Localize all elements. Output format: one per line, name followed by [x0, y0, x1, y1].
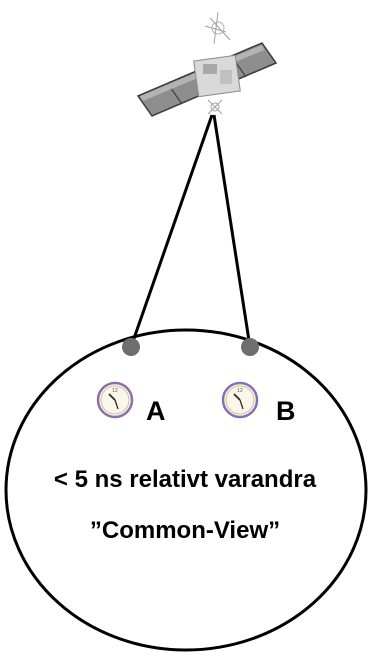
svg-text:12: 12 — [237, 388, 243, 394]
earth-circle — [4, 328, 368, 652]
relative-accuracy-text: < 5 ns relativt varandra — [53, 466, 317, 493]
station-b-label: B — [276, 396, 296, 426]
clock-icon: 12 — [96, 381, 134, 419]
satellite-icon — [136, 11, 278, 117]
station-a-label: A — [146, 396, 166, 426]
receiver-node-b — [241, 338, 259, 356]
common-view-text: ”Common-View” — [89, 517, 281, 544]
svg-text:12: 12 — [112, 388, 118, 394]
signal-line-a — [129, 114, 214, 348]
receiver-node-a — [122, 338, 140, 356]
clock-icon: 12 — [221, 381, 259, 419]
signal-line-b — [212, 114, 252, 348]
